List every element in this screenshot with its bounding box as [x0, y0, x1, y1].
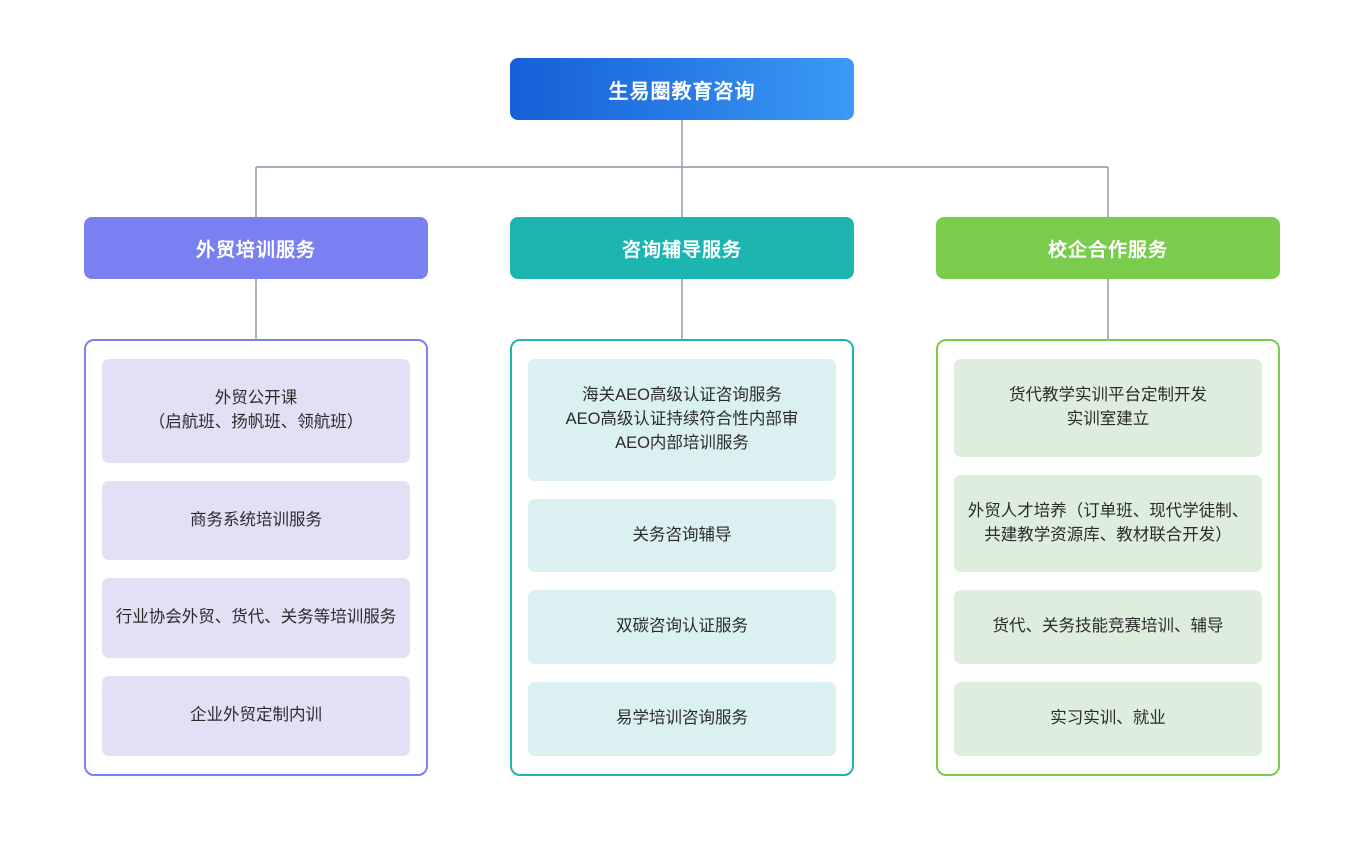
- branch-column-2: 咨询辅导服务 海关AEO高级认证咨询服务 AEO高级认证持续符合性内部审 AEO…: [510, 0, 854, 844]
- category-header-label-2: 咨询辅导服务: [621, 239, 742, 261]
- category-header-2[interactable]: 咨询辅导服务: [510, 217, 854, 279]
- category-header-label-1: 外贸培训服务: [195, 239, 316, 261]
- root-node-label: 生易圈教育咨询: [608, 80, 756, 103]
- branch-column-1: 外贸培训服务 外贸公开课 （启航班、扬帆班、领航班） 商务系统培训服务 行业协会…: [84, 0, 428, 844]
- items-panel-2: 海关AEO高级认证咨询服务 AEO高级认证持续符合性内部审 AEO内部培训服务 …: [510, 339, 854, 776]
- items-panel-1: 外贸公开课 （启航班、扬帆班、领航班） 商务系统培训服务 行业协会外贸、货代、关…: [84, 339, 428, 776]
- service-item-card[interactable]: 海关AEO高级认证咨询服务 AEO高级认证持续符合性内部审 AEO内部培训服务: [528, 359, 836, 481]
- items-panel-3: 货代教学实训平台定制开发 实训室建立 外贸人才培养（订单班、现代学徒制、共建教学…: [936, 339, 1280, 776]
- service-item-card[interactable]: 企业外贸定制内训: [102, 676, 410, 756]
- service-item-card[interactable]: 关务咨询辅导: [528, 498, 836, 573]
- category-header-label-3: 校企合作服务: [1047, 239, 1168, 261]
- service-item-card[interactable]: 商务系统培训服务: [102, 480, 410, 561]
- root-node[interactable]: 生易圈教育咨询: [510, 58, 854, 120]
- service-item-card[interactable]: 易学培训咨询服务: [528, 682, 836, 757]
- service-item-card[interactable]: 双碳咨询认证服务: [528, 590, 836, 665]
- category-header-3[interactable]: 校企合作服务: [936, 217, 1280, 279]
- service-item-card[interactable]: 货代教学实训平台定制开发 实训室建立: [954, 359, 1262, 457]
- service-item-card[interactable]: 货代、关务技能竞赛培训、辅导: [954, 590, 1262, 665]
- service-item-card[interactable]: 行业协会外贸、货代、关务等培训服务: [102, 578, 410, 659]
- branch-column-3: 校企合作服务 货代教学实训平台定制开发 实训室建立 外贸人才培养（订单班、现代学…: [936, 0, 1280, 844]
- service-item-card[interactable]: 外贸公开课 （启航班、扬帆班、领航班）: [102, 359, 410, 463]
- category-header-1[interactable]: 外贸培训服务: [84, 217, 428, 279]
- service-item-card[interactable]: 实习实训、就业: [954, 682, 1262, 757]
- service-item-card[interactable]: 外贸人才培养（订单班、现代学徒制、共建教学资源库、教材联合开发）: [954, 474, 1262, 573]
